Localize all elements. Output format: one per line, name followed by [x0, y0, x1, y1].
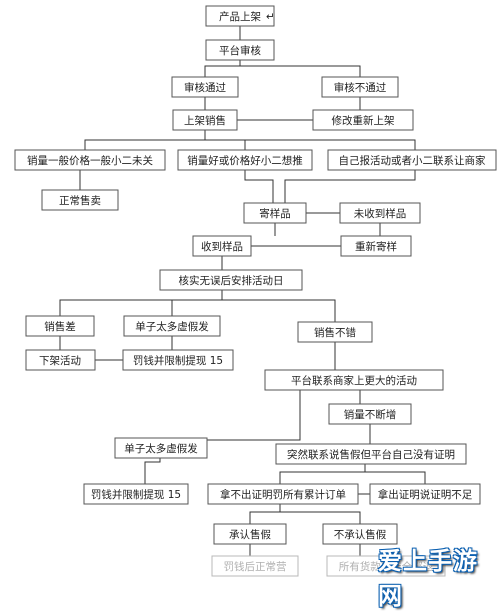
node-good-sales-result: 销售不错 — [297, 321, 373, 343]
watermark-logo: 爱上手游网 — [378, 547, 496, 610]
node-label: 未收到样品 — [354, 207, 407, 220]
node-schedule-activity-day: 核实无误后安排活动日 — [159, 269, 303, 291]
node-label: 上架销售 — [184, 114, 226, 127]
node-label: 重新寄样 — [355, 240, 397, 253]
node-label: 单子太多虚假发 — [124, 442, 198, 455]
node-label: 审核不通过 — [334, 81, 387, 94]
node-label: 下架活动 — [39, 355, 81, 367]
node-label: 销量不断增 — [344, 408, 397, 421]
node-poor-sales: 销售差 — [25, 315, 95, 337]
node-label: 销量好或价格好小二想推 — [187, 154, 303, 167]
node-label: 销售不错 — [314, 326, 356, 339]
node-label: 平台审核 — [219, 44, 261, 57]
node-label: 罚钱并限制提现 15 — [133, 354, 223, 367]
node-modify-relist: 修改重新上架 — [312, 109, 414, 131]
flowchart: 产品上架 ↵ 平台审核 审核通过 审核不通过 上架销售 修改重新上架 销量一般价… — [14, 5, 497, 577]
node-label: 罚钱并限制提现 15 — [91, 488, 181, 501]
node-label: 销售差 — [44, 320, 76, 333]
node-on-sale: 上架销售 — [172, 109, 238, 131]
node-review-passed: 审核通过 — [171, 76, 239, 98]
node-fine-limit-withdrawal: 罚钱并限制提现 15 — [122, 349, 234, 371]
node-label: 所有货款冻结全部退 — [339, 560, 434, 573]
return-mark-icon: ↵ — [266, 11, 275, 23]
node-label: 自己报活动或者小二联系让商家 — [339, 154, 486, 167]
node-bigger-activity: 平台联系商家上更大的活动 — [264, 369, 444, 391]
node-delist-activity: 下架活动 — [25, 349, 96, 371]
node-label: 承认售假 — [229, 528, 271, 541]
node-average-sales: 销量一般价格一般小二未关 — [14, 149, 166, 171]
node-label: 不承认售假 — [334, 528, 387, 541]
node-product-listing: 产品上架 ↵ — [205, 5, 275, 27]
node-label: 核实无误后安排活动日 — [179, 274, 284, 287]
node-label: 销量一般价格一般小二未关 — [27, 154, 153, 167]
node-normal-selling: 正常售卖 — [41, 189, 119, 211]
node-fine-limit-withdrawal-2: 罚钱并限制提现 15 — [83, 483, 189, 505]
node-label: 拿不出证明罚所有累计订单 — [220, 488, 346, 501]
watermark-text: 爱上手游网 — [378, 547, 478, 610]
node-platform-review: 平台审核 — [205, 39, 275, 61]
node-sales-increase: 销量不断增 — [328, 403, 412, 425]
node-label: 收到样品 — [201, 240, 243, 253]
node-label: 平台联系商家上更大的活动 — [291, 374, 417, 387]
node-fine-then-normal: 罚钱后正常营 — [211, 555, 299, 577]
node-label: 审核通过 — [184, 81, 226, 94]
node-admit-counterfeit: 承认售假 — [213, 523, 287, 545]
node-sample-received: 收到样品 — [192, 235, 252, 257]
node-send-sample: 寄样品 — [243, 202, 307, 224]
node-good-sales: 销量好或价格好小二想推 — [177, 149, 313, 171]
node-label: 修改重新上架 — [332, 114, 395, 127]
node-label: 正常售卖 — [59, 194, 101, 207]
node-counterfeit-claim: 突然联系说售假但平台自己没有证明 — [275, 443, 467, 465]
node-label: 寄样品 — [259, 207, 291, 220]
node-deny-counterfeit: 不承认售假 — [322, 523, 398, 545]
node-label: 罚钱后正常营 — [224, 560, 287, 573]
node-label: 拿出证明说证明不足 — [378, 488, 473, 501]
node-fake-orders: 单子太多虚假发 — [123, 315, 221, 337]
node-label: 突然联系说售假但平台自己没有证明 — [287, 448, 455, 461]
node-label: 产品上架 — [219, 10, 261, 23]
node-freeze-refund: 所有货款冻结全部退 — [326, 555, 446, 577]
node-insufficient-proof: 拿出证明说证明不足 — [369, 483, 481, 505]
node-sample-not-received: 未收到样品 — [339, 202, 421, 224]
node-no-proof-penalty: 拿不出证明罚所有累计订单 — [207, 483, 359, 505]
node-resend-sample: 重新寄样 — [340, 235, 412, 257]
node-self-apply-activity: 自己报活动或者小二联系让商家 — [327, 149, 497, 171]
node-review-failed: 审核不通过 — [321, 76, 399, 98]
node-fake-orders-2: 单子太多虚假发 — [114, 437, 208, 459]
flow-edges — [59, 26, 426, 556]
node-label: 单子太多虚假发 — [135, 320, 209, 333]
